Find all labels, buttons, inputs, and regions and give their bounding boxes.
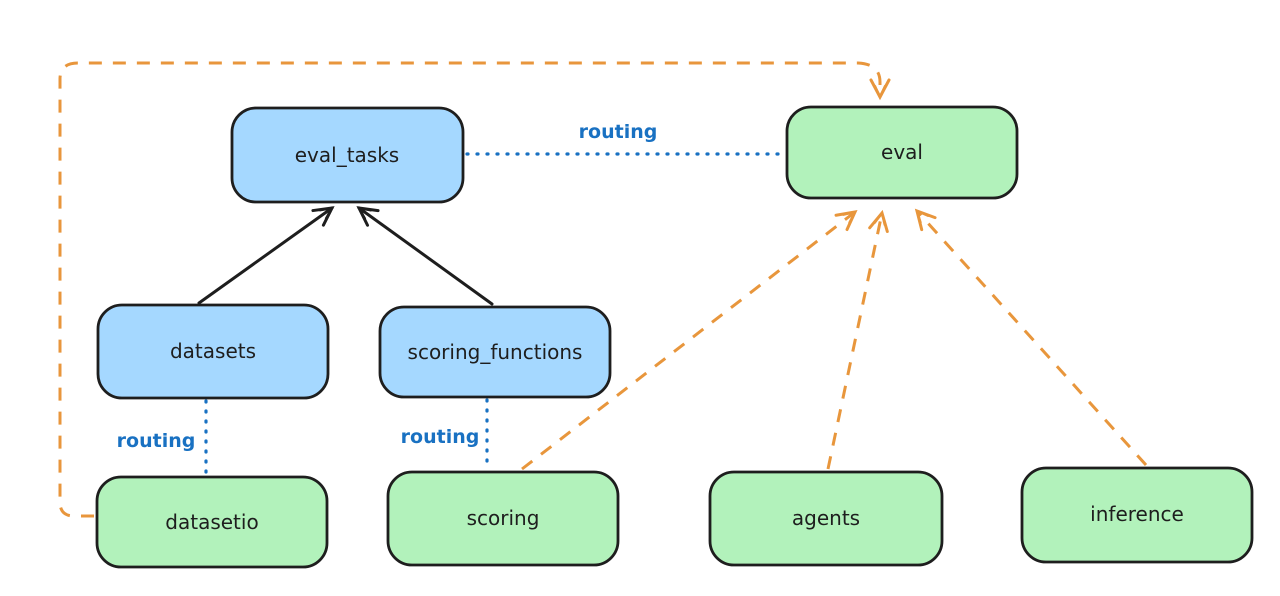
node-agents: agents [708, 470, 944, 567]
node-eval: eval [785, 105, 1019, 200]
node-inference-label: inference [1090, 502, 1184, 526]
node-eval-tasks: eval_tasks [230, 106, 465, 204]
node-datasetio: datasetio [95, 475, 329, 569]
routing-label-eval: routing [579, 121, 658, 143]
routing-label-scoring: routing [401, 426, 480, 448]
node-scoring-functions: scoring_functions [378, 305, 612, 399]
node-datasetio-box [95, 475, 329, 569]
node-eval-tasks-box [230, 106, 465, 204]
node-datasetio-label: datasetio [165, 510, 258, 534]
edge-datasets-to-eval-tasks [197, 206, 335, 305]
node-scoring-label: scoring [467, 506, 540, 530]
node-eval-box [785, 105, 1019, 200]
edge-inference-to-eval [914, 208, 1148, 467]
edge-agents-to-eval [826, 209, 889, 470]
node-inference: inference [1020, 466, 1254, 564]
routing-label-datasetio: routing [117, 430, 196, 452]
node-eval-tasks-label: eval_tasks [295, 143, 399, 167]
node-eval-label: eval [881, 140, 923, 164]
edge-scoring-functions-to-eval-tasks [356, 206, 494, 306]
node-datasets-box [96, 303, 330, 400]
node-inference-box [1020, 466, 1254, 564]
node-datasets: datasets [96, 303, 330, 400]
edge-datasetio-to-eval [58, 61, 891, 518]
node-scoring: scoring [386, 470, 620, 567]
node-scoring-box [386, 470, 620, 567]
node-agents-label: agents [792, 506, 860, 530]
node-datasets-label: datasets [170, 339, 256, 363]
node-scoring-functions-box [378, 305, 612, 399]
node-agents-box [708, 470, 944, 567]
node-scoring-functions-label: scoring_functions [408, 340, 583, 364]
